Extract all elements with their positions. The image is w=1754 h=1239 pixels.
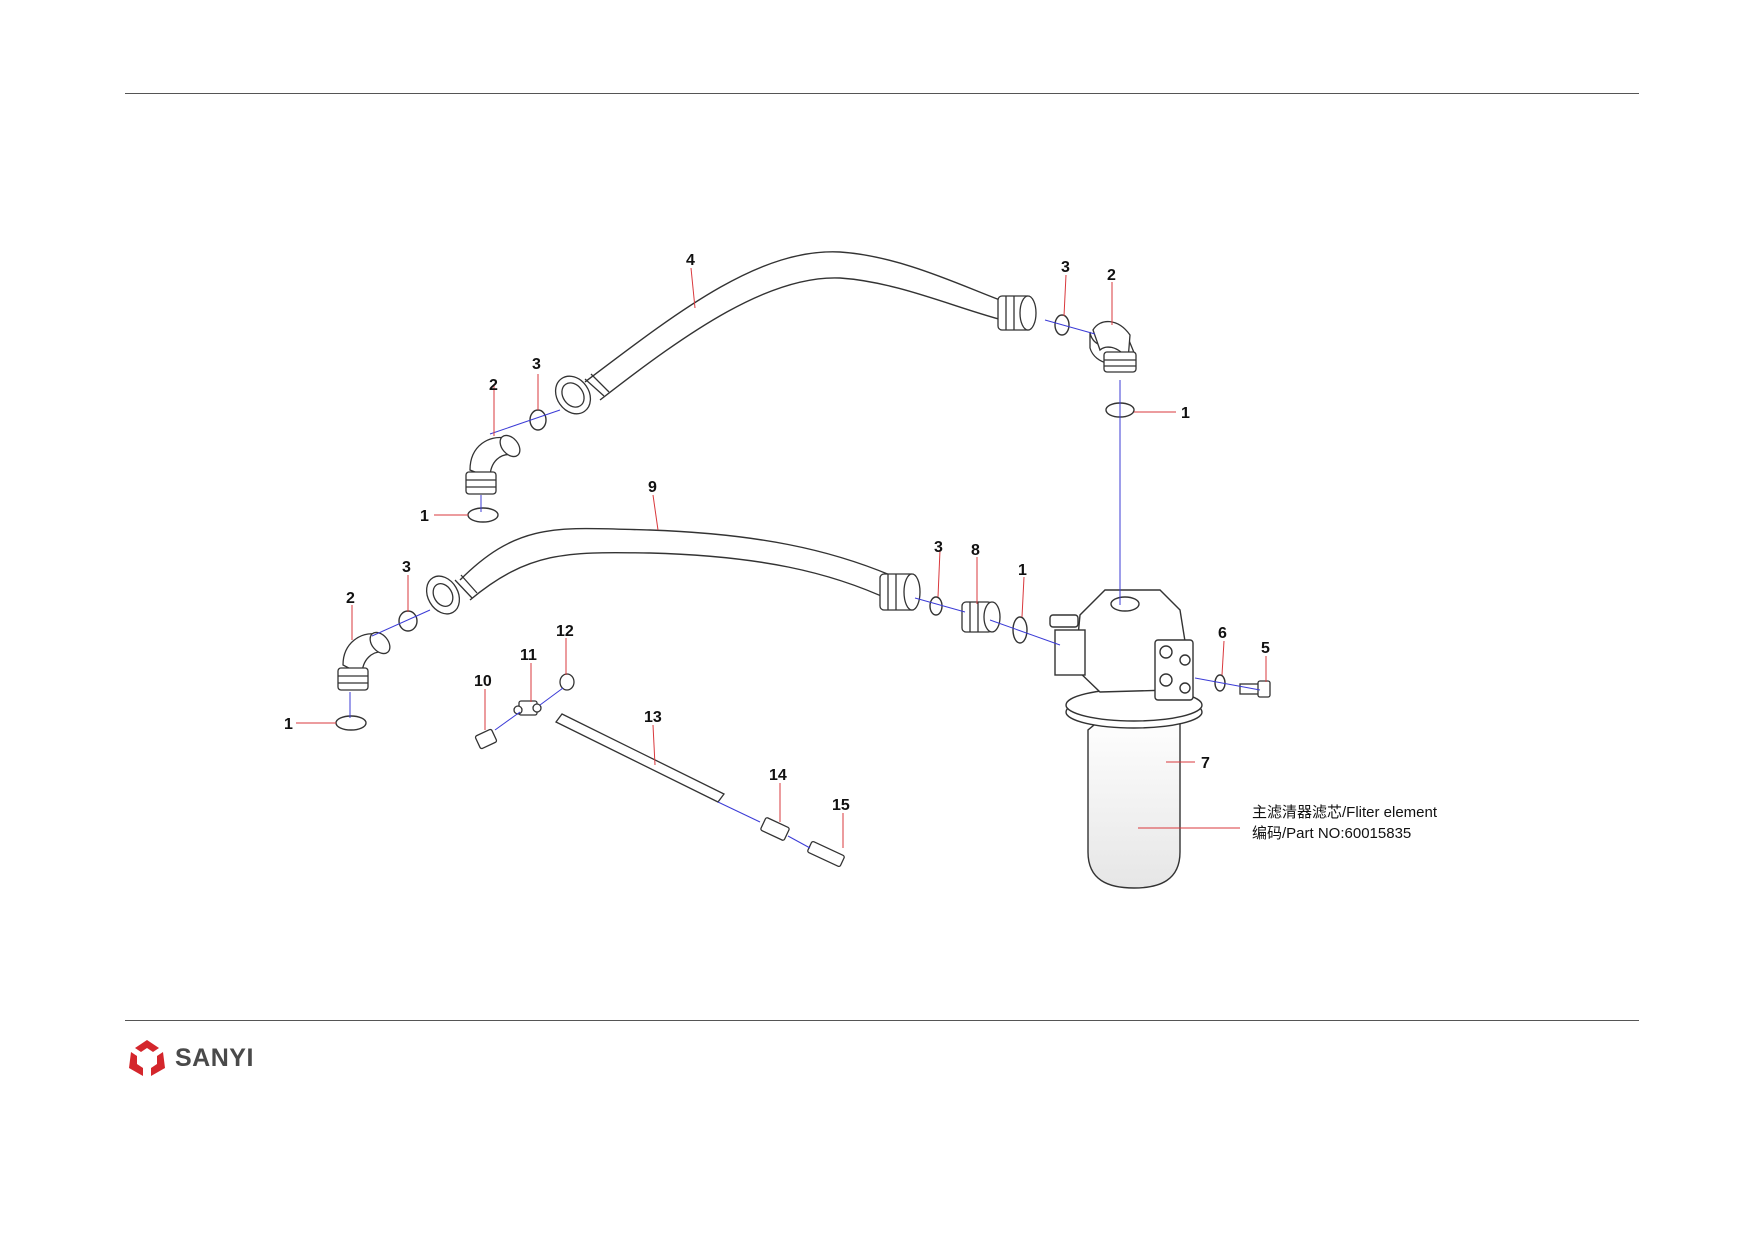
hose-9-fitting-right [879,573,921,611]
sanyi-logo-icon [129,1040,165,1076]
callout-3: 3 [1061,259,1070,276]
callout-11: 11 [520,647,537,664]
tube-13 [555,713,725,803]
o-rings [335,314,1226,731]
callout-2: 2 [1107,267,1116,284]
callout-15: 15 [832,797,850,814]
callout-3: 3 [402,559,411,576]
callout-1: 1 [1018,562,1027,579]
callout-8: 8 [971,542,980,559]
fitting-14 [760,817,790,841]
hose-4-fitting-left [554,373,610,415]
callout-10: 10 [474,673,492,690]
bottom-rule [125,1020,1639,1021]
callout-3: 3 [934,539,943,556]
callout-7: 7 [1201,755,1210,772]
brand-logo: SANYI [125,1038,254,1078]
tee-11 [513,700,542,716]
callout-1: 1 [1181,405,1190,422]
callout-6: 6 [1218,625,1227,642]
callout-3: 3 [532,356,541,373]
hose-4-fitting-right [997,295,1037,331]
hose-9 [459,527,891,601]
elbow-2-lower-left [337,631,391,691]
callout-1: 1 [420,508,429,525]
elbow-2-upper-left [465,434,521,495]
top-rule [125,93,1639,94]
bolt-5 [1239,680,1271,698]
callout-9: 9 [648,479,657,496]
filter-housing-7 [1049,589,1203,889]
hose-4 [584,251,1011,401]
callout-14: 14 [769,767,787,784]
callouts: 4 3 2 1 3 2 1 9 3 2 1 3 8 1 6 5 7 12 11 … [284,252,1270,814]
hose-9-fitting-left [425,574,478,615]
fitting-10 [474,728,498,750]
callout-13: 13 [644,709,662,726]
assembly-axes [349,319,1261,849]
callout-2: 2 [489,377,498,394]
callout-12: 12 [556,623,574,640]
part-number-note: 编码/Part NO:60015835 [1252,825,1411,842]
callout-4: 4 [686,252,695,269]
callout-1: 1 [284,716,293,733]
brand-name: SANYI [175,1043,254,1072]
filter-element-note: 主滤清器滤芯/Fliter element [1252,804,1438,821]
plug-12 [559,673,575,691]
leader-lines [296,267,1267,848]
callout-5: 5 [1261,640,1270,657]
callout-2: 2 [346,590,355,607]
fitting-15 [807,840,845,868]
elbow-2-upper-right [1089,320,1137,373]
adapter-8 [961,601,1001,633]
